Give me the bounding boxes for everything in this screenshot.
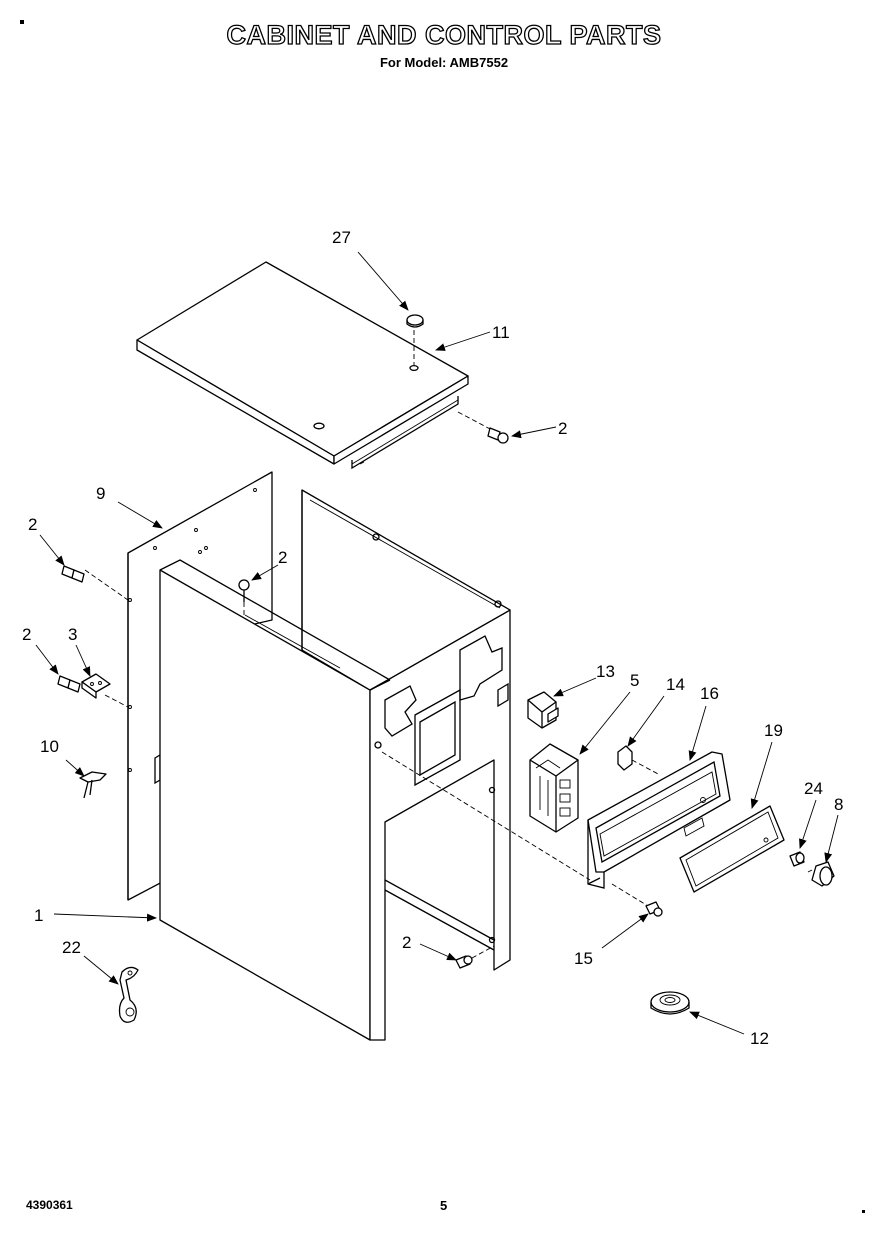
- callout-labels: 27 11 2 9 2 2 2 3 13 5 14 16 19 10 24 8 …: [22, 228, 843, 1048]
- control-overlay: [679, 805, 785, 893]
- corner-mark-top-left: [20, 20, 24, 24]
- screw-panel: [611, 883, 663, 917]
- control-panel: [587, 751, 731, 889]
- callout-9: 9: [96, 484, 105, 503]
- screw-bottom: [455, 945, 495, 969]
- screw-hinge: [57, 675, 81, 693]
- control-knob: [807, 861, 835, 887]
- callout-1: 1: [34, 906, 43, 925]
- callout-2-top: 2: [558, 419, 567, 438]
- wing-nut: [79, 771, 107, 799]
- plug-button: [406, 314, 424, 328]
- callout-2-left: 2: [28, 515, 37, 534]
- document-number: 4390361: [26, 1198, 73, 1212]
- model-subtitle: For Model: AMB7552: [379, 55, 509, 70]
- knob-clip: [789, 851, 805, 867]
- screw-cabinet-top: [238, 579, 250, 616]
- control-module: [529, 743, 579, 833]
- callout-22: 22: [62, 938, 81, 957]
- panel-clip: [617, 745, 661, 776]
- control-switch: [527, 691, 559, 729]
- page-title: CABINET AND CONTROL PARTS: [226, 19, 662, 50]
- callout-2-bottom: 2: [402, 933, 411, 952]
- callout-12: 12: [750, 1029, 769, 1048]
- callout-16: 16: [700, 684, 719, 703]
- bracket: [118, 966, 139, 1023]
- callout-8: 8: [834, 795, 843, 814]
- screw-top-panel: [457, 411, 509, 444]
- callout-15: 15: [574, 949, 593, 968]
- callout-27: 27: [332, 228, 351, 247]
- screw-side-upper: [61, 565, 85, 583]
- callout-24: 24: [804, 779, 823, 798]
- callout-10: 10: [40, 737, 59, 756]
- callout-13: 13: [596, 662, 615, 681]
- page-number: 5: [440, 1198, 448, 1213]
- leveling-foot: [650, 991, 690, 1015]
- callout-3: 3: [68, 625, 77, 644]
- corner-mark-bottom-right: [862, 1210, 865, 1213]
- top-panel: [136, 261, 469, 470]
- leader-lines: [35, 251, 839, 1035]
- callout-5: 5: [630, 671, 639, 690]
- callout-11: 11: [492, 323, 510, 342]
- callout-2-mid: 2: [278, 548, 287, 567]
- callout-14: 14: [666, 675, 685, 694]
- callout-2-hinge: 2: [22, 625, 31, 644]
- callout-19: 19: [764, 721, 783, 740]
- cabinet: [84, 489, 591, 1041]
- hinge-plate: [81, 673, 111, 699]
